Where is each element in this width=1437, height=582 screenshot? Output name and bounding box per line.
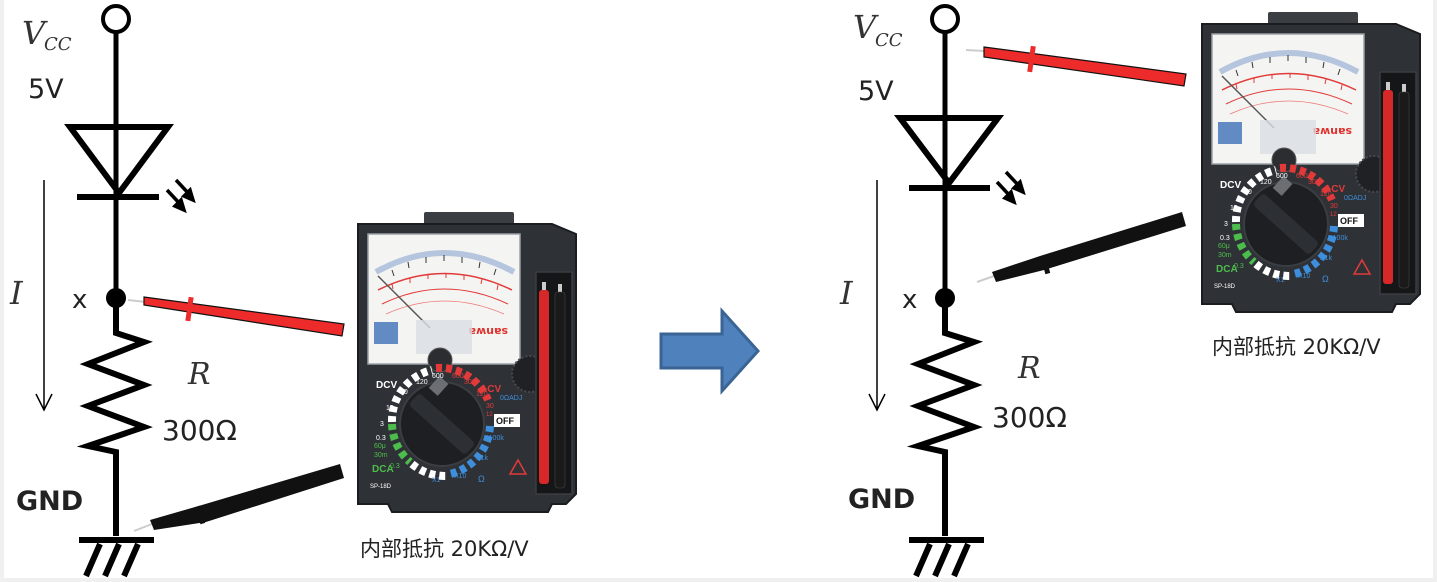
circuit-after: V CC 5V I x R 300Ω GND xyxy=(839,4,1067,578)
acv-range-600: 600 xyxy=(1296,173,1308,180)
resistor-value: 300Ω xyxy=(162,414,237,447)
transition-arrow-icon xyxy=(659,307,761,395)
dcv-range-12: 12 xyxy=(1230,205,1238,212)
acv-range-120: 120 xyxy=(476,391,488,398)
ohm-range-x1k: X1k xyxy=(1320,255,1333,262)
circuit-before: V CC 5V I x R 300Ω GND xyxy=(9,4,237,578)
ground-label: GND xyxy=(16,486,83,517)
ohm-range-x1k: X1k xyxy=(476,455,489,462)
ohm-range-x100k: X100k xyxy=(484,435,504,442)
ohm-range-x1: X1 xyxy=(1276,277,1285,284)
acv-range-120: 120 xyxy=(1320,191,1332,198)
resistor-value: 300Ω xyxy=(992,401,1067,434)
vcc-subscript: CC xyxy=(875,30,903,51)
red-probe-icon xyxy=(127,296,345,337)
ohm-range-x10: X10 xyxy=(454,473,467,480)
multimeter-after: DCV ACV DCA OFF 0ΩADJ X100k X1k X10 X1 Ω… xyxy=(1202,12,1420,312)
dcv-range-30: 30 xyxy=(1244,189,1252,196)
ohm-symbol: Ω xyxy=(478,474,485,484)
dca-label: DCA xyxy=(1216,264,1238,275)
current-arrow-icon xyxy=(35,180,53,412)
ohm-range-x1: X1 xyxy=(432,477,441,484)
acv-range-12: 12 xyxy=(486,412,493,418)
acv-range-30: 30 xyxy=(486,403,494,410)
dcv-range-600: 600 xyxy=(432,373,444,380)
supply-voltage: 5V xyxy=(858,76,894,107)
current-label: I xyxy=(9,274,24,312)
diagram-svg: sanwa xyxy=(9,4,1433,578)
zero-adj-label: 0ΩADJ xyxy=(500,395,522,402)
acv-range-600: 600 xyxy=(452,373,464,380)
dcv-label: DCV xyxy=(376,380,397,391)
ohm-range-x10: X10 xyxy=(1298,273,1311,280)
zero-adj-label: 0ΩADJ xyxy=(1344,195,1366,202)
acv-label: ACV xyxy=(480,384,501,395)
ground-label: GND xyxy=(848,484,915,515)
diagram-canvas: sanwa xyxy=(4,0,1433,578)
resistor-label: R xyxy=(187,357,211,392)
multimeter-before: DCV ACV DCA OFF 0ΩADJ X100k X1k X10 X1 Ω… xyxy=(358,212,576,512)
vcc-terminal-icon xyxy=(101,4,131,34)
vcc-label: V xyxy=(853,8,879,46)
resistor-icon xyxy=(906,298,984,536)
dcv-range-30: 30 xyxy=(400,389,408,396)
dca-range-30m: 30m xyxy=(1218,252,1232,259)
dcv-range-0.3: 0.3 xyxy=(1220,235,1230,242)
dca-label: DCA xyxy=(372,464,394,475)
dcv-range-120: 120 xyxy=(1260,179,1272,186)
dca-range-30m: 30m xyxy=(374,452,388,459)
dcv-range-600: 600 xyxy=(1276,173,1288,180)
dca-range-0.3: 0.3 xyxy=(390,463,400,470)
black-probe-icon xyxy=(133,464,344,532)
meter-caption-before: 内部抵抗 20KΩ/V xyxy=(360,537,529,561)
vcc-terminal-icon xyxy=(930,4,960,34)
ohm-symbol: Ω xyxy=(1322,274,1329,284)
current-label: I xyxy=(839,274,854,312)
vcc-label: V xyxy=(22,14,48,52)
supply-voltage: 5V xyxy=(28,74,64,105)
dca-range-60u: 60μ xyxy=(1218,243,1230,250)
resistor-label: R xyxy=(1017,351,1041,386)
resistor-icon xyxy=(76,298,153,536)
current-arrow-icon xyxy=(868,180,886,412)
ground-icon xyxy=(909,537,984,578)
node-label: x xyxy=(72,285,87,315)
dcv-range-0.3: 0.3 xyxy=(376,435,386,442)
black-probe-icon xyxy=(976,212,1186,283)
vcc-subscript: CC xyxy=(44,34,72,55)
acv-range-12: 12 xyxy=(1330,212,1337,218)
acv-range-30: 30 xyxy=(1330,203,1338,210)
off-label: OFF xyxy=(1340,216,1358,226)
dcv-range-3: 3 xyxy=(380,421,384,428)
node-label: x xyxy=(902,285,917,315)
meter-caption-after: 内部抵抗 20KΩ/V xyxy=(1212,335,1381,359)
dca-range-0.3: 0.3 xyxy=(1234,263,1244,270)
led-icon xyxy=(64,124,196,214)
acv-label: ACV xyxy=(1324,184,1345,195)
acv-range-300: 300 xyxy=(464,379,476,386)
led-icon xyxy=(893,115,1026,206)
model-label: SP-18D xyxy=(370,484,392,490)
red-probe-icon xyxy=(965,45,1187,87)
dca-range-60u: 60μ xyxy=(374,443,386,450)
acv-range-300: 300 xyxy=(1308,179,1320,186)
off-label: OFF xyxy=(496,416,514,426)
ground-icon xyxy=(79,537,154,578)
dcv-label: DCV xyxy=(1220,180,1241,191)
dcv-range-3: 3 xyxy=(1224,221,1228,228)
dcv-range-120: 120 xyxy=(416,379,428,386)
ohm-range-x100k: X100k xyxy=(1328,235,1348,242)
model-label: SP-18D xyxy=(1214,284,1236,290)
dcv-range-12: 12 xyxy=(386,405,394,412)
